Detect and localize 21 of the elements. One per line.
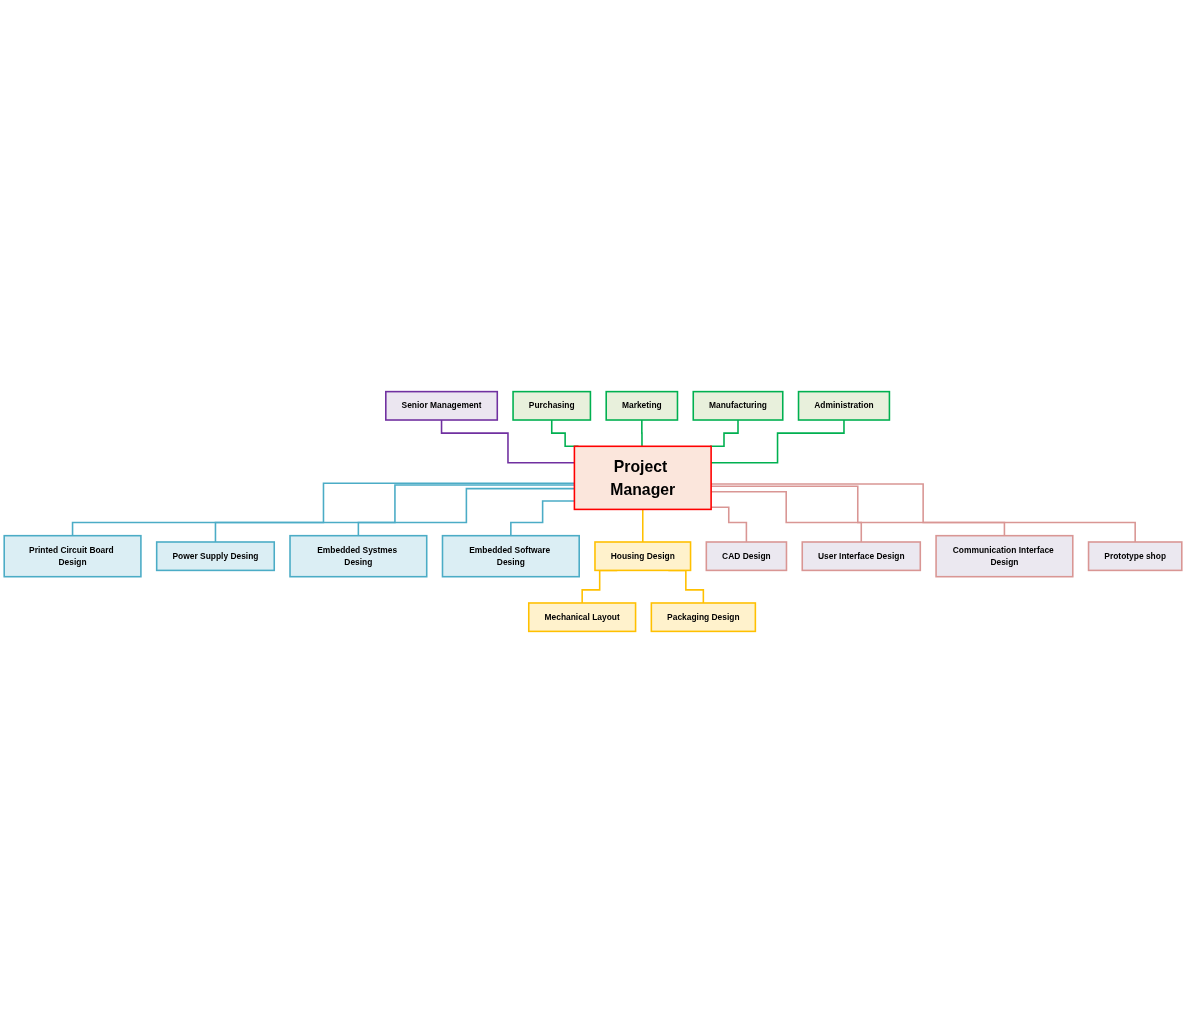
node-box: Housing Design <box>594 541 692 572</box>
node-box: Project Manager <box>573 445 712 511</box>
node-box: Administration <box>797 390 891 421</box>
node-box: User Interface Design <box>801 541 922 572</box>
node-box: Marketing <box>605 390 679 421</box>
node-box: Senior Management <box>385 390 499 421</box>
node-box: Purchasing <box>512 390 592 421</box>
node-box: Communication Interface Design <box>935 534 1074 578</box>
connector <box>641 508 644 543</box>
connector <box>709 419 739 448</box>
node-box: Packaging Design <box>650 602 757 633</box>
node-box: CAD Design <box>705 541 788 572</box>
node-box: Power Supply Desing <box>155 541 276 572</box>
connector <box>710 419 845 464</box>
node-box: Mechanical Layout <box>527 602 637 633</box>
node-box: Printed Circuit Board Design <box>3 534 142 578</box>
node-box: Prototype shop <box>1087 541 1183 572</box>
node-box: Embedded Software Desing <box>441 534 580 578</box>
node-box: Embedded Systmes Desing <box>289 534 428 578</box>
node-box: Manufacturing <box>692 390 784 421</box>
connector <box>641 419 643 448</box>
